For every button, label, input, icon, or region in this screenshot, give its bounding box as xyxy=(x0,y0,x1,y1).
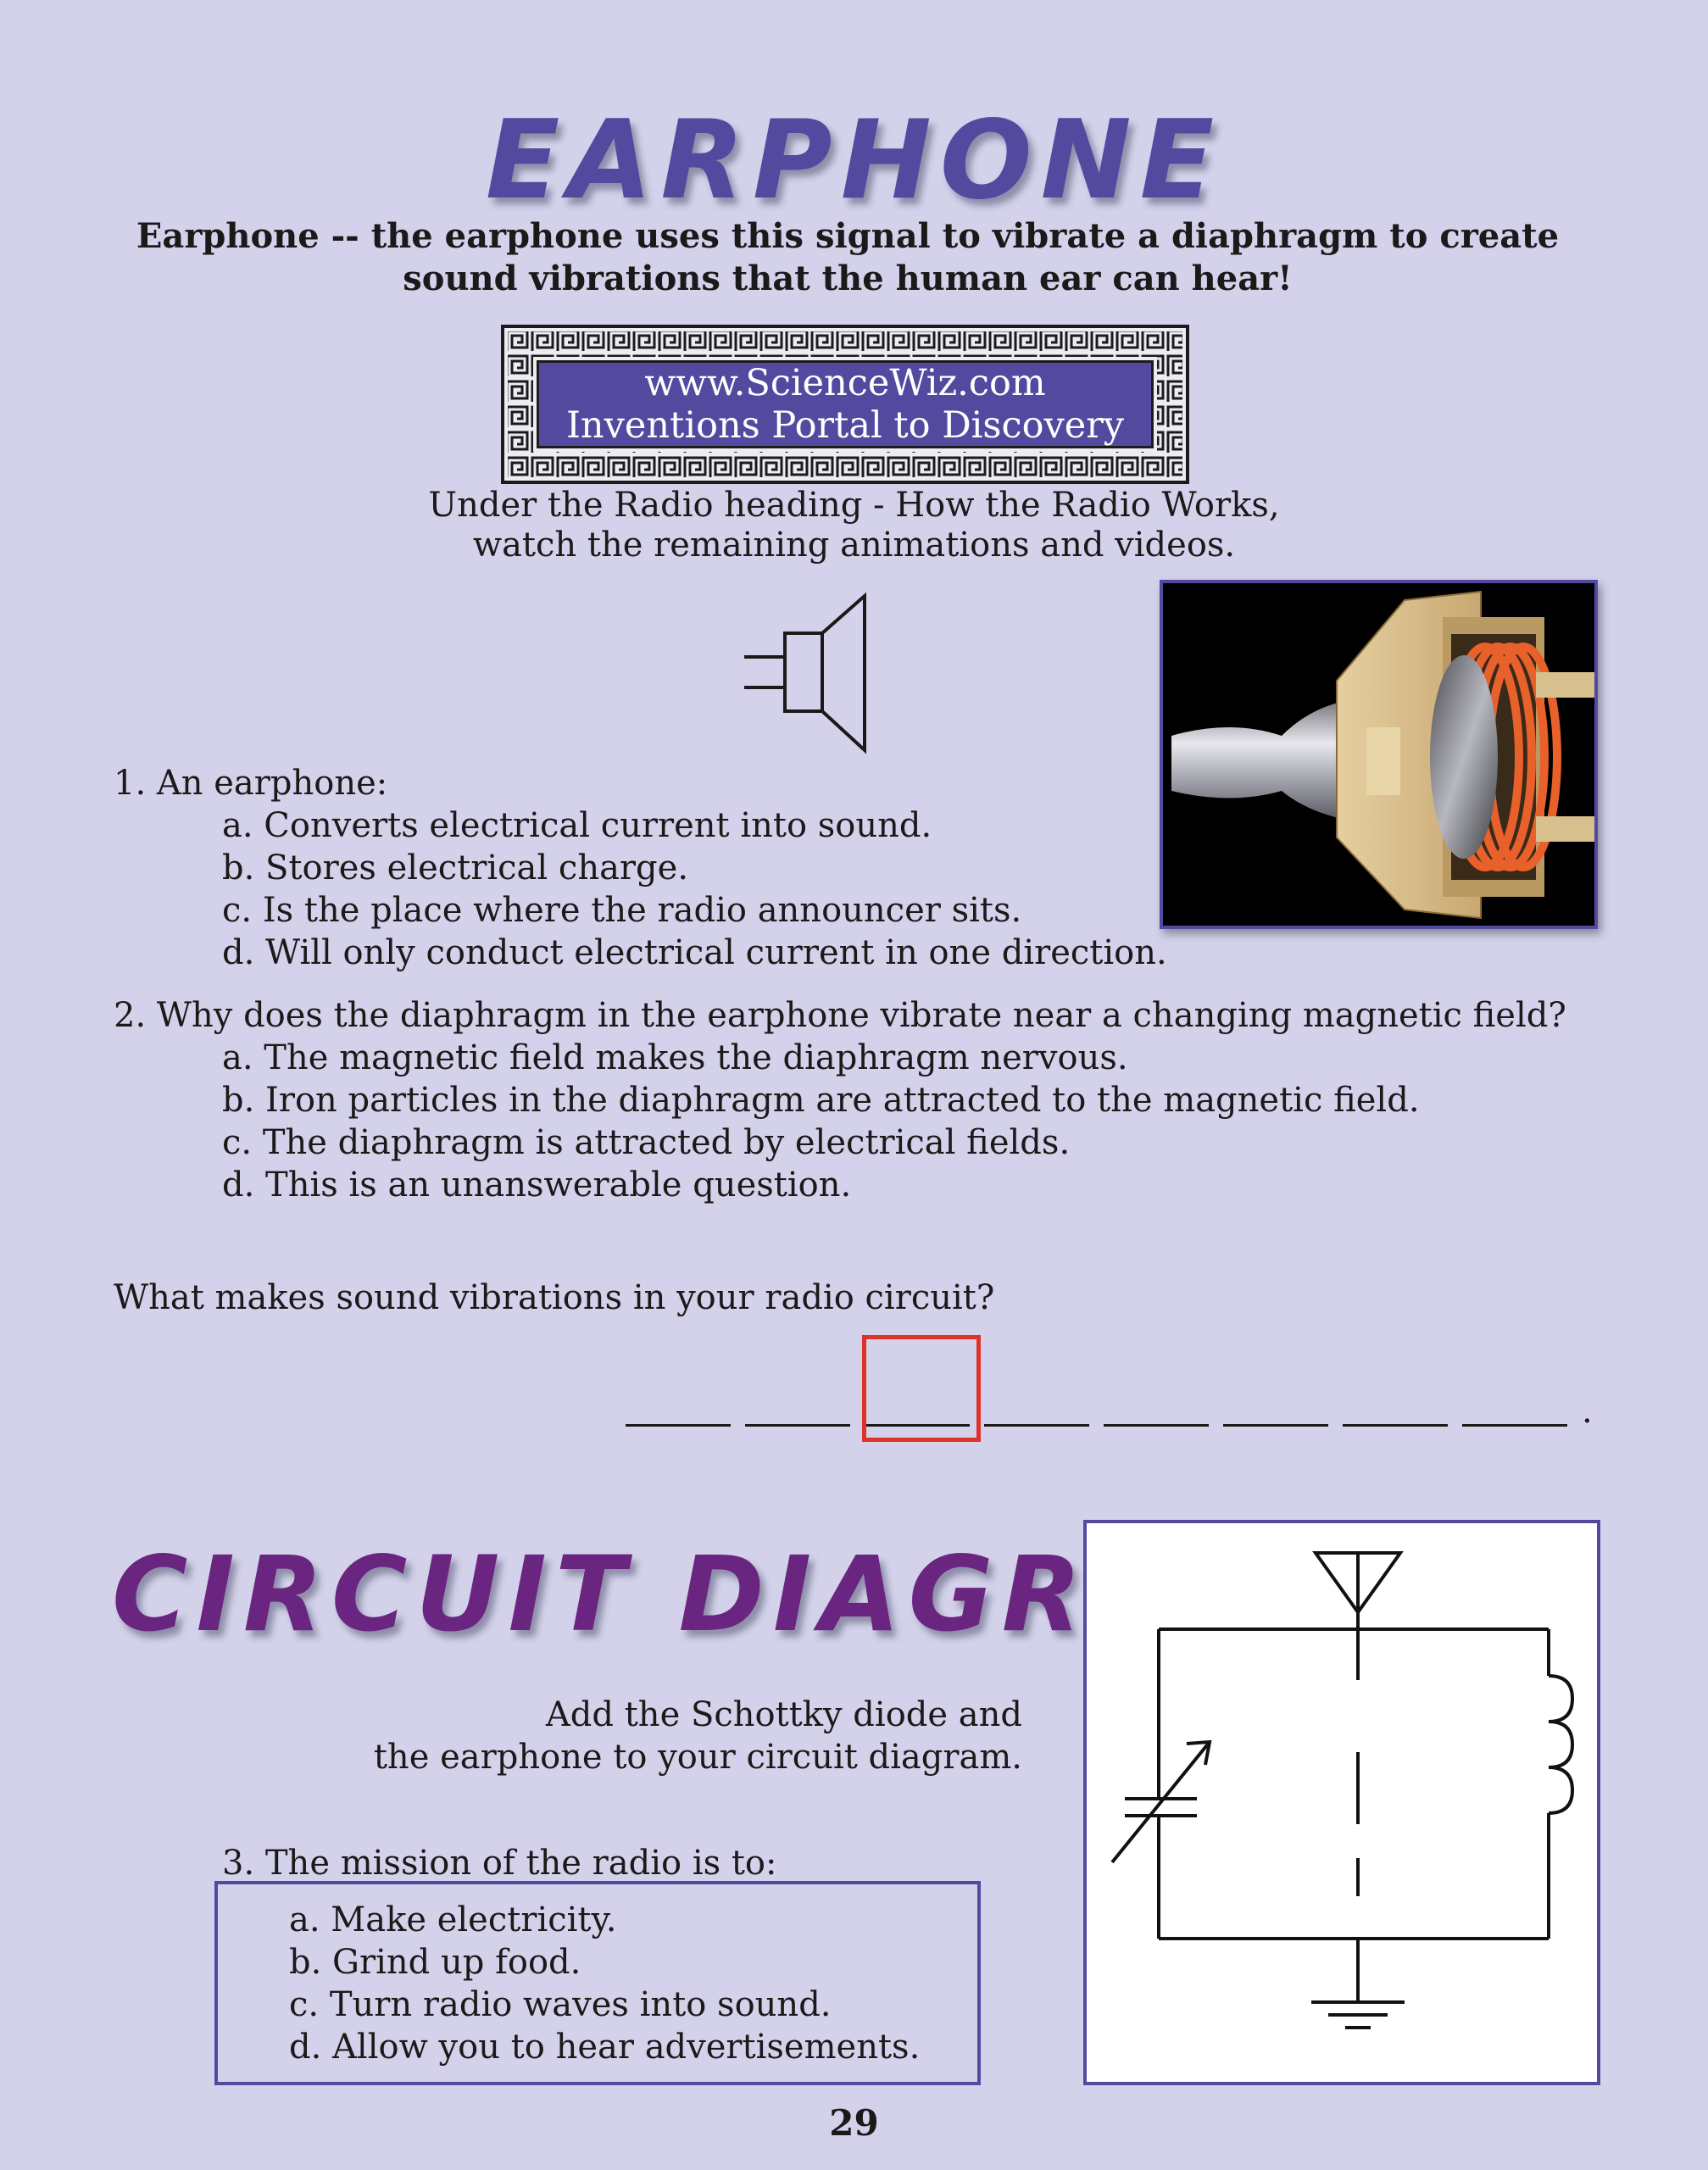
instructions-line-1: Under the Radio heading - How the Radio … xyxy=(428,486,1280,525)
answer-blank[interactable] xyxy=(1223,1424,1328,1427)
greek-key-border xyxy=(508,331,1182,477)
answer-blank[interactable] xyxy=(1462,1424,1567,1427)
circuit-schematic-icon xyxy=(1110,1551,1575,2029)
answer-blank[interactable] xyxy=(1104,1424,1209,1427)
portal-url[interactable]: www.ScienceWiz.com xyxy=(644,362,1046,404)
question-1-option-d[interactable]: d. Will only conduct electrical current … xyxy=(222,933,1167,972)
circuit-instructions-line-2: the earphone to your circuit diagram. xyxy=(373,1738,1022,1777)
page-number: 29 xyxy=(829,2102,879,2144)
question-3-prompt: 3. The mission of the radio is to: xyxy=(222,1844,777,1883)
question-1-option-b[interactable]: b. Stores electrical charge. xyxy=(222,849,689,887)
portal-inner: www.ScienceWiz.com Inventions Portal to … xyxy=(537,360,1154,448)
question-2-option-d[interactable]: d. This is an unanswerable question. xyxy=(222,1166,852,1205)
circuit-instructions-line-1: Add the Schottky diode and xyxy=(545,1695,1022,1734)
question-3-option-b[interactable]: b. Grind up food. xyxy=(289,1943,581,1982)
question-2-prompt: 2. Why does the diaphragm in the earphon… xyxy=(114,996,1566,1035)
question-3-option-c[interactable]: c. Turn radio waves into sound. xyxy=(289,1985,832,2024)
intro-line-1: Earphone -- the earphone uses this signa… xyxy=(136,216,1560,256)
question-3-options: a. Make electricity. b. Grind up food. c… xyxy=(289,1899,920,2068)
variable-arrow-icon xyxy=(1110,1740,1211,1864)
answer-blank[interactable] xyxy=(1343,1424,1448,1427)
question-1-prompt: 1. An earphone: xyxy=(114,764,388,803)
intro-text: Earphone -- the earphone uses this signa… xyxy=(93,215,1602,300)
question-3-option-d[interactable]: d. Allow you to hear advertisements. xyxy=(289,2028,921,2067)
page-title: EARPHONE xyxy=(485,97,1223,224)
highlighted-blank-box xyxy=(862,1335,981,1442)
question-3-option-a[interactable]: a. Make electricity. xyxy=(289,1900,617,1939)
question-1-option-a[interactable]: a. Converts electrical current into soun… xyxy=(222,806,932,845)
answer-blank[interactable] xyxy=(984,1424,1089,1427)
answer-end-mark: . xyxy=(1582,1392,1593,1431)
question-1-option-c[interactable]: c. Is the place where the radio announce… xyxy=(222,891,1022,930)
circuit-diagram[interactable] xyxy=(1083,1520,1600,2085)
instructions: Under the Radio heading - How the Radio … xyxy=(254,486,1454,565)
circuit-instructions: Add the Schottky diode and the earphone … xyxy=(305,1694,1022,1778)
puzzle-question: What makes sound vibrations in your radi… xyxy=(114,1278,995,1317)
question-2: 2. Why does the diaphragm in the earphon… xyxy=(114,994,1566,1206)
question-2-option-c[interactable]: c. The diaphragm is attracted by electri… xyxy=(222,1123,1071,1162)
question-3-box: a. Make electricity. b. Grind up food. c… xyxy=(214,1881,981,2085)
answer-blank[interactable] xyxy=(865,1424,970,1427)
answer-blank[interactable] xyxy=(745,1424,850,1427)
portal-name: Inventions Portal to Discovery xyxy=(565,404,1125,447)
instructions-line-2: watch the remaining animations and video… xyxy=(472,526,1236,565)
earphone-cutaway-image xyxy=(1160,580,1598,929)
earphone-symbol-icon xyxy=(744,592,866,754)
intro-line-2: sound vibrations that the human ear can … xyxy=(403,259,1293,298)
question-1: 1. An earphone: a. Converts electrical c… xyxy=(114,762,1167,974)
question-2-option-b[interactable]: b. Iron particles in the diaphragm are a… xyxy=(222,1081,1420,1120)
portal-banner: www.ScienceWiz.com Inventions Portal to … xyxy=(501,325,1189,484)
answer-blank[interactable] xyxy=(626,1424,731,1427)
question-2-option-a[interactable]: a. The magnetic field makes the diaphrag… xyxy=(222,1038,1128,1077)
inductor-coil-icon xyxy=(1548,1674,1575,1815)
